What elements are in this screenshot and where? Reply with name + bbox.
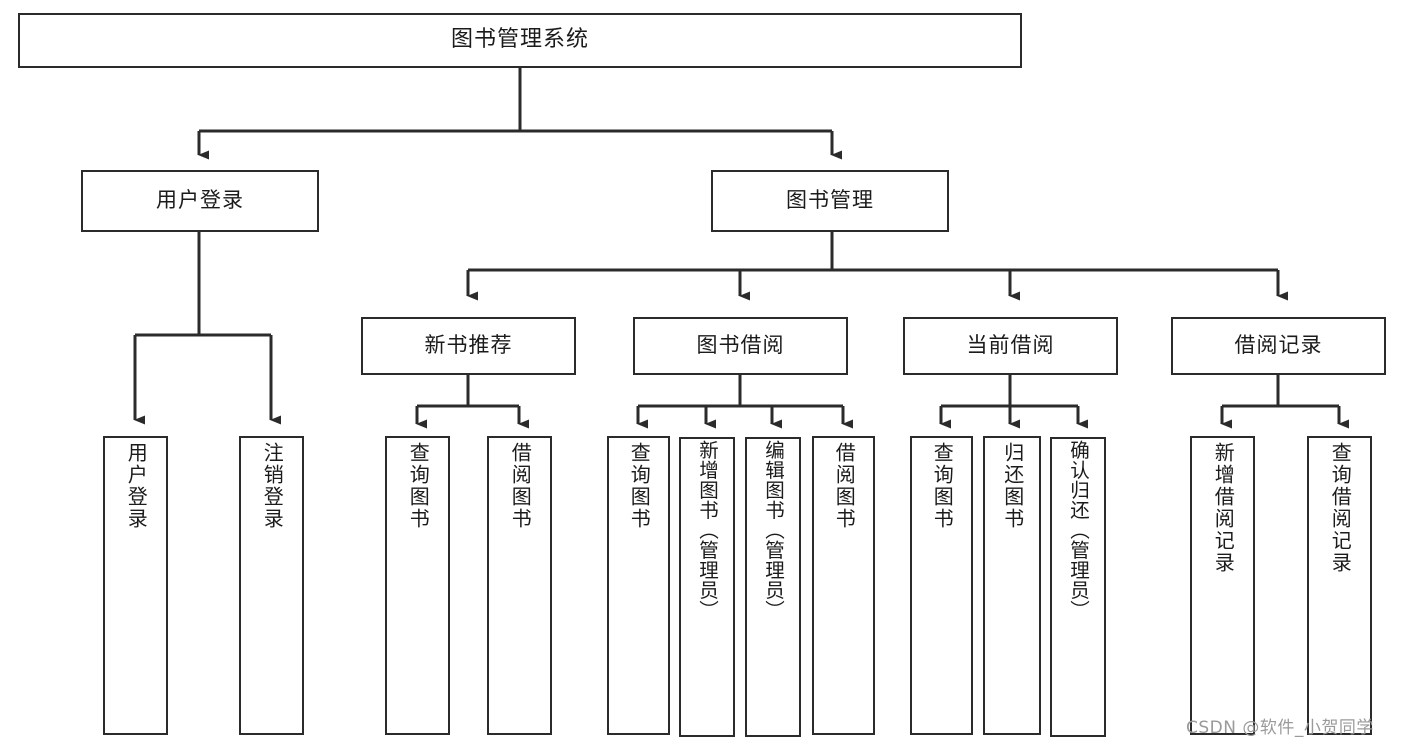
node-borrow-record[interactable]: 借阅记录	[1171, 317, 1386, 375]
leaf-borrowrecord-query-record[interactable]: 查询借阅记录	[1307, 436, 1372, 735]
leaf-bookborrow-query-book[interactable]: 查询图书	[607, 436, 670, 735]
leaf-currentborrow-return-book[interactable]: 归还图书	[983, 436, 1041, 735]
leaf-user-login-signout[interactable]: 注销登录	[239, 436, 304, 735]
node-root-system[interactable]: 图书管理系统	[18, 13, 1022, 68]
leaf-label: 确认归还（管理员）	[1066, 440, 1090, 620]
leaf-label: 新增图书（管理员）	[695, 440, 719, 620]
leaf-bookborrow-add-book-admin[interactable]: 新增图书（管理员）	[679, 437, 735, 737]
node-current-borrow[interactable]: 当前借阅	[903, 317, 1118, 375]
leaf-label: 用户登录	[124, 442, 149, 530]
node-book-borrow[interactable]: 图书借阅	[633, 317, 848, 375]
leaf-label: 查询借阅记录	[1328, 442, 1353, 574]
leaf-label: 借阅图书	[508, 442, 533, 530]
node-book-management[interactable]: 图书管理	[711, 170, 949, 232]
leaf-label: 编辑图书（管理员）	[761, 440, 785, 620]
leaf-user-login-signin[interactable]: 用户登录	[103, 436, 168, 735]
leaf-label: 借阅图书	[832, 442, 857, 530]
node-user-login[interactable]: 用户登录	[81, 170, 319, 232]
leaf-label: 查询图书	[406, 442, 431, 530]
leaf-label: 新增借阅记录	[1211, 442, 1236, 574]
leaf-label: 归还图书	[1000, 442, 1025, 530]
leaf-newbook-query-book[interactable]: 查询图书	[385, 436, 450, 735]
leaf-label: 查询图书	[930, 442, 955, 530]
leaf-label: 注销登录	[260, 442, 285, 530]
leaf-borrowrecord-add-record[interactable]: 新增借阅记录	[1190, 436, 1255, 735]
leaf-currentborrow-confirm-return-admin[interactable]: 确认归还（管理员）	[1050, 437, 1106, 737]
leaf-label: 查询图书	[627, 442, 652, 530]
node-new-book-recommend[interactable]: 新书推荐	[361, 317, 576, 375]
leaf-bookborrow-edit-book-admin[interactable]: 编辑图书（管理员）	[745, 437, 801, 737]
leaf-currentborrow-query-book[interactable]: 查询图书	[910, 436, 973, 735]
leaf-newbook-borrow-book[interactable]: 借阅图书	[487, 436, 552, 735]
leaf-bookborrow-borrow-book[interactable]: 借阅图书	[812, 436, 875, 735]
watermark-text: CSDN @软件_小贺同学	[1186, 718, 1374, 738]
